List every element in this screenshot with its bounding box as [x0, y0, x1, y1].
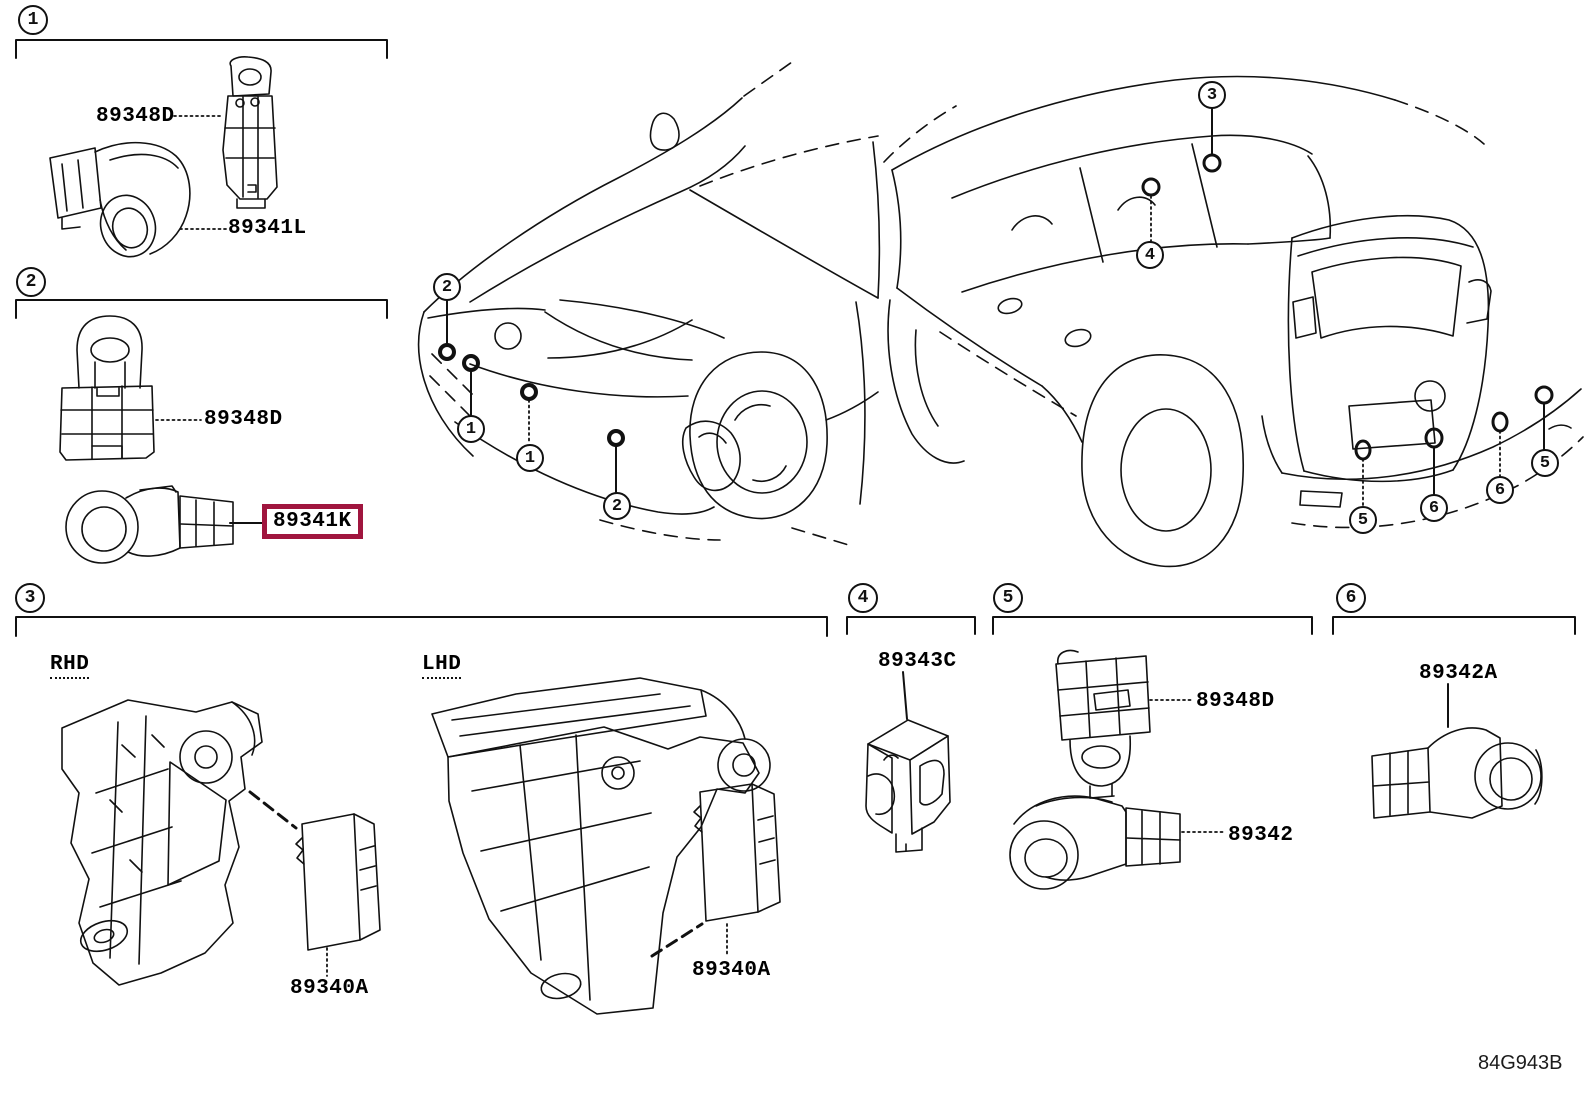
- rear-door-sensor-ring: [1141, 177, 1161, 197]
- front-sensor-ring-outer-left: [438, 343, 456, 361]
- callout-rear-5-left: 5: [1349, 506, 1377, 534]
- rear-glass-sensor-ring: [1202, 153, 1222, 173]
- section-4-badge: 4: [848, 583, 878, 613]
- lhd-variant-label: LHD: [422, 653, 462, 679]
- rear-bumper-ring-outer-right: [1534, 385, 1554, 405]
- section-2-badge: 2: [16, 267, 46, 297]
- sensor-89341l-drawing: [49, 141, 191, 258]
- callout-front-2-upper: 2: [433, 273, 461, 301]
- ecu-module-89340a-lhd-drawing: [650, 783, 781, 958]
- callout-rear-4: 4: [1136, 241, 1164, 269]
- leader-lines: [155, 115, 1449, 977]
- part-label-89341l[interactable]: 89341L: [228, 217, 307, 240]
- section-3-badge: 3: [15, 583, 45, 613]
- section-6-badge: 6: [1336, 583, 1366, 613]
- rear-bumper-ring-mid-right: [1491, 411, 1509, 433]
- front-sensor-ring-left: [462, 354, 480, 372]
- part-label-89348d-s2[interactable]: 89348D: [204, 408, 283, 431]
- part-label-89340a-lhd[interactable]: 89340A: [692, 959, 771, 982]
- callout-rear-5-right: 5: [1531, 449, 1559, 477]
- front-sensor-ring-center: [520, 383, 538, 401]
- callout-connectors: [446, 108, 1545, 507]
- section-brackets: [15, 39, 1576, 637]
- selected-part-highlight-box[interactable]: 89341K: [262, 504, 363, 539]
- callout-rear-3: 3: [1198, 81, 1226, 109]
- section-5-badge: 5: [993, 583, 1023, 613]
- front-sensor-ring-right: [607, 429, 625, 447]
- callout-front-1-left: 1: [457, 415, 485, 443]
- callout-front-2-lower: 2: [603, 492, 631, 520]
- sensor-89341k-drawing: [65, 485, 234, 564]
- retainer-89348d-s2-drawing: [59, 315, 155, 461]
- diagram-code: 84G943B: [1478, 1052, 1563, 1074]
- part-label-89343c[interactable]: 89343C: [878, 650, 957, 673]
- part-label-89340a-rhd[interactable]: 89340A: [290, 977, 369, 1000]
- callout-front-1-center: 1: [516, 444, 544, 472]
- ecu-module-89340a-rhd-drawing: [248, 790, 381, 951]
- sensor-location-rings: [438, 153, 1554, 461]
- part-label-89342[interactable]: 89342: [1228, 824, 1294, 847]
- rear-car-drawing: [883, 75, 1584, 568]
- sensor-89342-drawing: [1009, 795, 1181, 890]
- section-1-badge: 1: [18, 5, 48, 35]
- buzzer-89343c-drawing: [865, 719, 951, 853]
- sensor-89342a-drawing: [1371, 727, 1543, 819]
- callout-rear-6-right: 6: [1486, 476, 1514, 504]
- part-label-89342a[interactable]: 89342A: [1419, 662, 1498, 685]
- front-car-drawing: [417, 61, 881, 547]
- callout-rear-6-left: 6: [1420, 494, 1448, 522]
- retainer-89348d-s5-drawing: [1055, 649, 1151, 799]
- part-label-89348d-s1[interactable]: 89348D: [96, 105, 175, 128]
- rhd-bracket-drawing: [61, 699, 263, 986]
- part-label-89348d-s5[interactable]: 89348D: [1196, 690, 1275, 713]
- rear-bumper-ring-outer-left: [1354, 439, 1372, 461]
- rear-bumper-ring-mid-left: [1424, 427, 1444, 449]
- lhd-bracket-drawing: [431, 677, 771, 1015]
- rhd-variant-label: RHD: [50, 653, 90, 679]
- bracket-89348d-s1-drawing: [222, 56, 278, 209]
- part-label-89341k-selected[interactable]: 89341K: [273, 510, 352, 533]
